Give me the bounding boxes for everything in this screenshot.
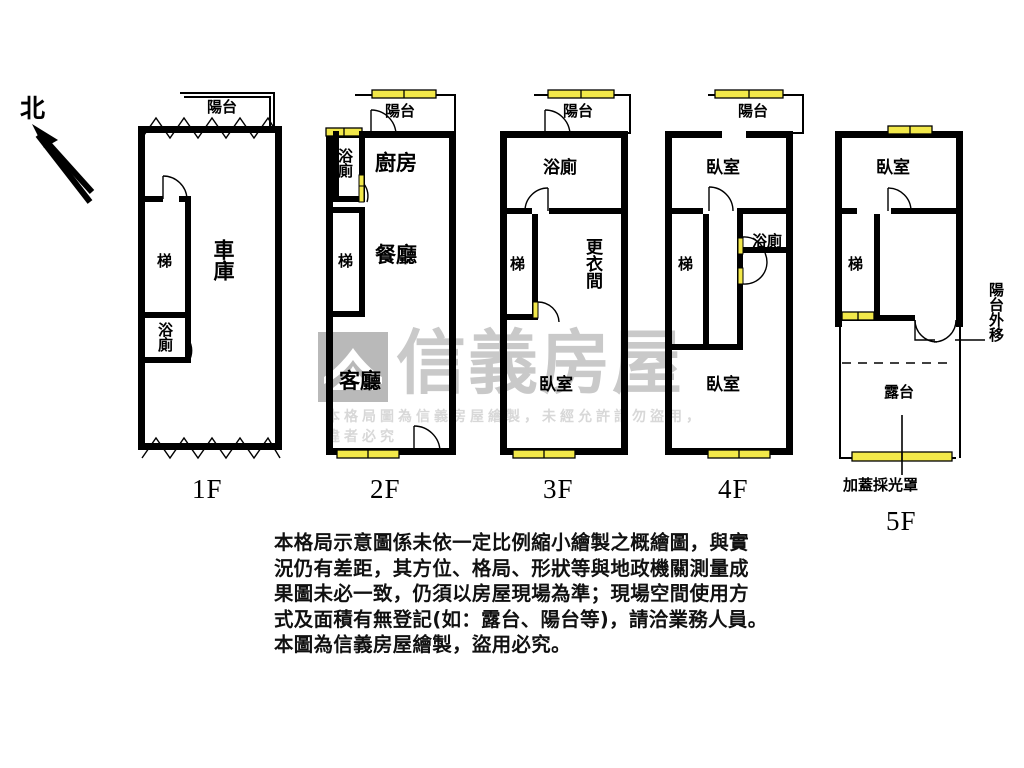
interior-walls-1f	[145, 196, 191, 363]
window-3f-bottom	[512, 449, 576, 459]
window-4f-balcony	[714, 89, 784, 99]
label-3f-bathroom: 浴廁	[543, 158, 577, 178]
door-swing-2f-entry	[413, 425, 441, 452]
window-2f-left	[325, 127, 363, 137]
label-1f-garage: 車庫	[211, 239, 235, 281]
label-3f-stairs: 梯	[510, 255, 526, 273]
label-1f-stairs: 梯	[157, 252, 173, 270]
floor-plan-5f	[835, 125, 985, 475]
label-4f-stairs: 梯	[678, 255, 694, 273]
disclaimer-text: 本格局示意圖係未依一定比例縮小繪製之概繪圖，與實 況仍有差距，其方位、格局、形狀…	[274, 530, 854, 658]
open-wall-zigzag-1f-top	[141, 116, 281, 140]
label-3f-balcony: 陽台	[563, 102, 594, 120]
label-5f-bedroom: 臥室	[876, 158, 910, 178]
label-4f-bathroom: 浴廁	[752, 232, 783, 250]
window-2f-balcony	[371, 89, 437, 99]
door-swing-1f-bath	[186, 336, 193, 360]
floor-plan-1f	[138, 92, 282, 460]
floor-label-2f: 2F	[370, 474, 401, 504]
outer-walls-3f	[500, 131, 628, 455]
door-swing-4f-bedroom	[708, 186, 734, 212]
label-3f-bedroom: 臥室	[539, 375, 573, 395]
door-swing-2f-bath	[363, 183, 369, 203]
door-swing-2f-balcony	[370, 109, 397, 135]
door-swing-1f-stairs	[162, 175, 188, 200]
label-2f-stairs: 梯	[338, 252, 354, 270]
floor-plan-3f	[500, 89, 631, 459]
interior-walls-4f	[665, 208, 793, 350]
window-3f-balcony	[547, 89, 615, 99]
label-2f-bathroom: 浴廁	[336, 148, 354, 178]
window-4f-bottom	[707, 449, 771, 459]
interior-walls-2f	[333, 131, 365, 317]
door-swing-5f-terrace	[914, 319, 957, 343]
disclaimer-line-2: 況仍有差距，其方位、格局、形狀等與地政機關測量成	[274, 556, 749, 580]
caption-5f-skylight: 加蓋採光罩	[843, 476, 919, 494]
compass-label: 北	[20, 94, 46, 123]
label-4f-bedroom-lower: 臥室	[706, 375, 740, 395]
label-2f-dining: 餐廳	[375, 243, 417, 267]
label-2f-living: 客廳	[339, 369, 381, 393]
disclaimer-line-4: 式及面積有無登記(如：露台、陽台等)，請洽業務人員。	[274, 607, 768, 631]
floor-label-3f: 3F	[543, 474, 574, 504]
label-2f-kitchen: 廚房	[375, 151, 417, 175]
floor-plan-4f	[665, 89, 804, 459]
door-swing-4f-bath-lower	[742, 252, 768, 285]
door-swing-5f-bedroom	[887, 187, 912, 212]
label-1f-balcony: 陽台	[207, 98, 238, 116]
window-2f-bottom	[336, 449, 400, 459]
floor-label-4f: 4F	[718, 474, 749, 504]
outer-walls-1f	[138, 126, 282, 450]
label-5f-terrace: 露台	[884, 383, 915, 401]
door-swing-3f-balcony	[544, 109, 571, 135]
label-5f-stairs: 梯	[848, 255, 864, 273]
interior-walls-3f	[500, 208, 621, 320]
door-swing-3f-stairs	[537, 301, 560, 323]
label-3f-closet: 更衣間	[582, 238, 602, 289]
disclaimer-line-3: 果圖未必一致，仍須以房屋現場為準；現場空間使用方	[274, 582, 749, 605]
window-5f-left	[841, 311, 875, 321]
outer-walls-2f	[326, 131, 456, 455]
disclaimer-line-1: 本格局示意圖係未依一定比例縮小繪製之概繪圖，與實	[274, 531, 749, 554]
door-swing-3f-bath	[524, 187, 549, 212]
door-swing-4f-bath-upper	[742, 236, 765, 251]
label-4f-balcony: 陽台	[738, 102, 769, 120]
floor-plan-2f	[325, 89, 456, 459]
outer-walls-4f	[665, 131, 793, 455]
window-5f-top	[887, 125, 933, 135]
annotation-5f-balcony-moved: 陽台外移	[987, 282, 1005, 342]
label-1f-bathroom: 浴廁	[156, 322, 174, 352]
open-wall-zigzag-1f-bottom	[141, 436, 281, 460]
label-2f-balcony: 陽台	[385, 102, 416, 120]
floor-label-1f: 1F	[192, 474, 223, 504]
interior-walls-5f	[835, 208, 963, 321]
north-arrow-icon	[32, 124, 95, 204]
disclaimer-line-5: 本圖為信義房屋繪製，盜用必究。	[274, 633, 571, 656]
label-4f-bedroom-upper: 臥室	[706, 158, 740, 178]
floor-label-5f: 5F	[886, 506, 917, 536]
